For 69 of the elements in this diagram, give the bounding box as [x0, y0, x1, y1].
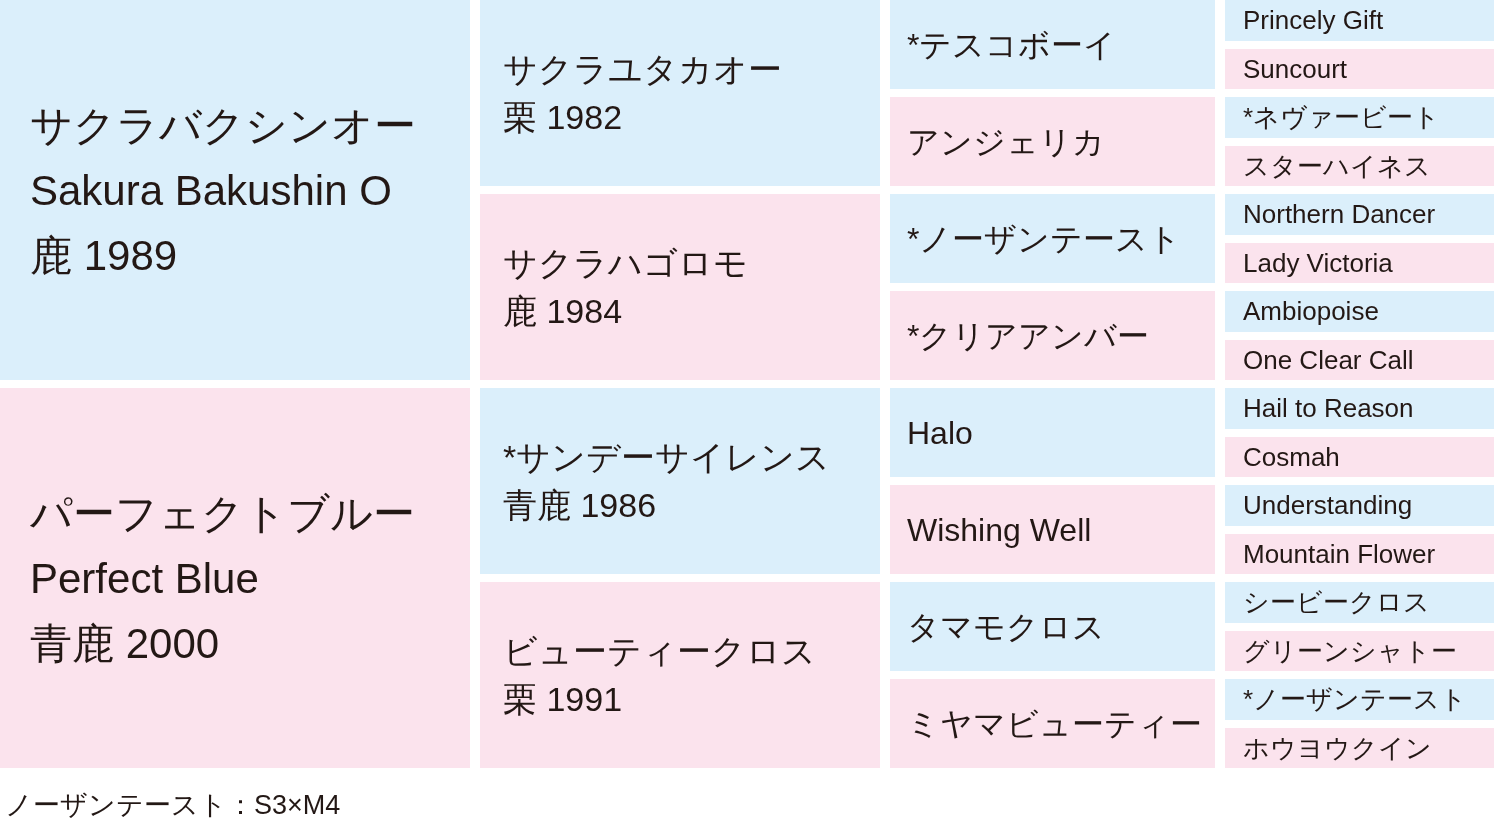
horse-name: *ネヴァービート: [1243, 101, 1441, 134]
pedigree-cell: [480, 194, 880, 380]
pedigree-cell: [890, 388, 1215, 477]
horse-name: *サンデーサイレンス: [503, 437, 831, 478]
horse-name: Suncourt: [1243, 52, 1348, 85]
pedigree-cell: [1225, 145, 1494, 186]
pedigree-cell: [1225, 291, 1494, 332]
pedigree-cell: [480, 582, 880, 768]
horse-name: Understanding: [1243, 489, 1413, 522]
coat-color-year: 栗 1982: [503, 97, 623, 138]
horse-name: *ノーザンテースト: [1243, 683, 1468, 716]
horse-name: サクラユタカオー: [503, 49, 782, 90]
pedigree-cell: [1225, 679, 1494, 720]
horse-name: ミヤマビューティー: [907, 704, 1202, 744]
horse-name: Perfect Blue: [30, 553, 259, 604]
horse-name: Hail to Reason: [1243, 392, 1414, 425]
coat-color-year: 鹿 1984: [503, 291, 623, 332]
pedigree-cell: [890, 291, 1215, 380]
pedigree-cell: [890, 582, 1215, 671]
horse-name: Ambiopoise: [1243, 295, 1379, 328]
pedigree-cell: [1225, 48, 1494, 89]
pedigree-cell: [1225, 339, 1494, 380]
horse-name: パーフェクトブルー: [30, 488, 415, 539]
horse-name: サクラバクシンオー: [30, 100, 416, 151]
horse-name: *テスコボーイ: [907, 25, 1117, 65]
pedigree-cell: [480, 0, 880, 186]
horse-name: ホウヨウクイン: [1243, 731, 1432, 764]
coat-color-year: 栗 1991: [503, 679, 623, 720]
horse-name: スターハイネス: [1243, 149, 1431, 182]
coat-color-year: 青鹿 1986: [503, 485, 657, 526]
horse-name: サクラハゴロモ: [503, 243, 748, 284]
pedigree-cell: [890, 0, 1215, 89]
pedigree-cell: [890, 194, 1215, 283]
pedigree-cell: [480, 388, 880, 574]
pedigree-cell: [1225, 97, 1494, 138]
horse-name: Northern Dancer: [1243, 198, 1436, 231]
horse-name: Lady Victoria: [1243, 246, 1393, 279]
pedigree-cell: [1225, 242, 1494, 283]
horse-name: *クリアアンバー: [907, 316, 1150, 356]
pedigree-cell: [1225, 630, 1494, 671]
horse-name: ビューティークロス: [503, 631, 816, 672]
pedigree-cell: [890, 485, 1215, 574]
pedigree-cell: [1225, 533, 1494, 574]
horse-name: Wishing Well: [907, 510, 1092, 550]
pedigree-cell: [1225, 485, 1494, 526]
horse-name: タマモクロス: [907, 607, 1105, 647]
coat-color-year: 鹿 1989: [30, 230, 178, 281]
horse-name: *ノーザンテースト: [907, 219, 1182, 259]
pedigree-cell: [0, 388, 470, 768]
horse-name: One Clear Call: [1243, 343, 1414, 376]
pedigree-cell: [0, 0, 470, 380]
horse-name: Halo: [907, 413, 973, 453]
pedigree-cell: [1225, 582, 1494, 623]
pedigree-cell: [1225, 0, 1494, 41]
horse-name: Princely Gift: [1243, 4, 1384, 37]
horse-name: Cosmah: [1243, 440, 1340, 473]
pedigree-cell: [890, 97, 1215, 186]
pedigree-cell: [1225, 436, 1494, 477]
footnote: ノーザンテースト：S3×M4: [5, 789, 341, 821]
horse-name: アンジェリカ: [907, 122, 1105, 162]
horse-name: Sakura Bakushin O: [30, 165, 392, 216]
pedigree-cell: [1225, 388, 1494, 429]
horse-name: Mountain Flower: [1243, 537, 1436, 570]
pedigree-cell: [1225, 727, 1494, 768]
horse-name: シービークロス: [1243, 586, 1430, 619]
pedigree-cell: [1225, 194, 1494, 235]
pedigree-cell: [890, 679, 1215, 768]
coat-color-year: 青鹿 2000: [30, 618, 220, 669]
horse-name: グリーンシャトー: [1243, 634, 1457, 667]
